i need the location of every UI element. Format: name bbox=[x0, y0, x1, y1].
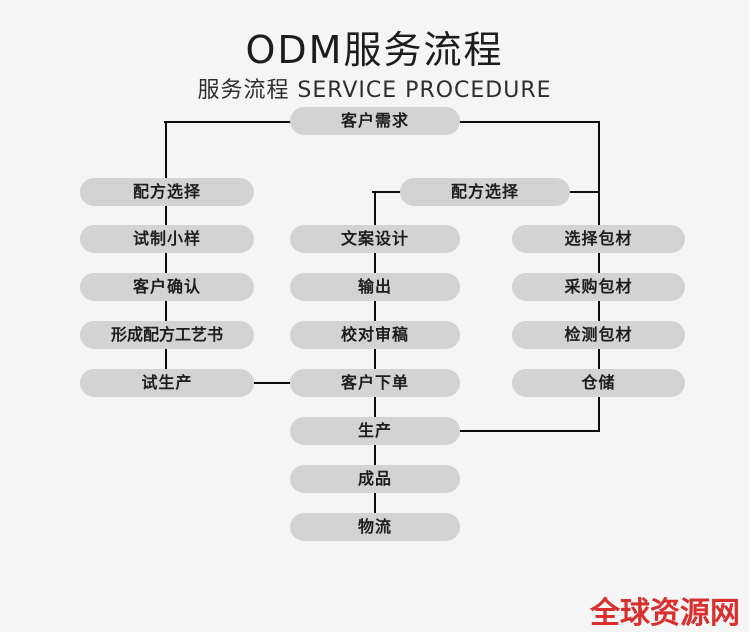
node-customer-demand: 客户需求 bbox=[290, 107, 460, 135]
node-formula-selection-left: 配方选择 bbox=[80, 178, 254, 206]
connector-formula-right-stub bbox=[568, 191, 600, 193]
connector-warehouse-to-production bbox=[458, 430, 600, 432]
page-subtitle: 服务流程 SERVICE PROCEDURE bbox=[197, 78, 552, 103]
node-formula-process-document: 形成配方工艺书 bbox=[80, 321, 254, 349]
node-logistics: 物流 bbox=[290, 513, 460, 541]
node-proofreading-review: 校对审稿 bbox=[290, 321, 460, 349]
node-customer-order: 客户下单 bbox=[290, 369, 460, 397]
node-warehousing: 仓储 bbox=[512, 369, 685, 397]
connector-top-to-right bbox=[458, 121, 600, 123]
node-packaging-testing: 检测包材 bbox=[512, 321, 685, 349]
connector-top-to-left bbox=[164, 121, 292, 123]
node-trial-sample-making: 试制小样 bbox=[80, 225, 254, 253]
node-production: 生产 bbox=[290, 417, 460, 445]
node-packaging-selection: 选择包材 bbox=[512, 225, 685, 253]
node-output: 输出 bbox=[290, 273, 460, 301]
connector-middle-column-spine bbox=[374, 191, 376, 527]
node-finished-product: 成品 bbox=[290, 465, 460, 493]
node-formula-selection-right: 配方选择 bbox=[400, 178, 570, 206]
node-trial-production: 试生产 bbox=[80, 369, 254, 397]
connector-formula-left-stub bbox=[372, 191, 402, 193]
node-packaging-purchase: 采购包材 bbox=[512, 273, 685, 301]
connector-trial-production-to-order bbox=[252, 382, 292, 384]
node-copywriting-design: 文案设计 bbox=[290, 225, 460, 253]
node-customer-confirmation: 客户确认 bbox=[80, 273, 254, 301]
watermark-global-resources: 全球资源网 bbox=[590, 596, 740, 631]
page-title: ODM服务流程 bbox=[245, 28, 504, 72]
